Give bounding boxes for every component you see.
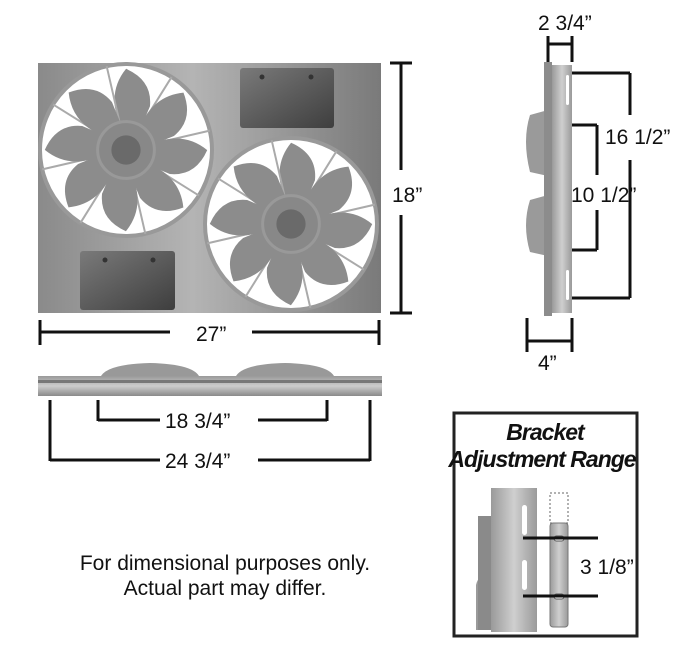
fan-blade [44,125,109,162]
depth-top-label: 2 3/4” [538,12,592,35]
fan-blade [266,241,303,306]
fan-blade [101,167,138,232]
bottom-outer-label: 24 3/4” [165,450,230,473]
fan-left [38,62,214,238]
fan-blade [209,199,274,236]
fan-blade [143,138,208,175]
bracket-inner-label: 10 1/2” [571,184,636,207]
mount-plate-bottom [80,251,175,310]
inset-title-line-1: Bracket [506,419,586,445]
fan-motor [111,135,141,165]
width-dimension-label: 27” [196,323,226,346]
bottom-inner-label: 18 3/4” [165,410,230,433]
disclaimer-line-2: Actual part may differ. [124,577,327,600]
bracket-adjustment-inset: Bracket Adjustment Range 3 1/8” [447,411,639,638]
fan-blade [114,68,151,133]
bracket-outer-label: 16 1/2” [605,126,670,149]
adjustment-range-label: 3 1/8” [580,556,634,579]
fan-blade [308,212,373,249]
front-view [38,62,381,313]
side-view [526,62,572,316]
fan-motor [276,209,306,239]
depth-bottom-label: 4” [538,352,557,375]
mount-plate-top [240,68,334,128]
disclaimer-line-1: For dimensional purposes only. [80,552,370,575]
inset-title-line-2: Adjustment Range [447,446,636,472]
height-dimension-label: 18” [392,184,422,207]
fan-right [203,136,379,312]
bottom-view [38,363,382,405]
fan-blade [279,142,316,207]
